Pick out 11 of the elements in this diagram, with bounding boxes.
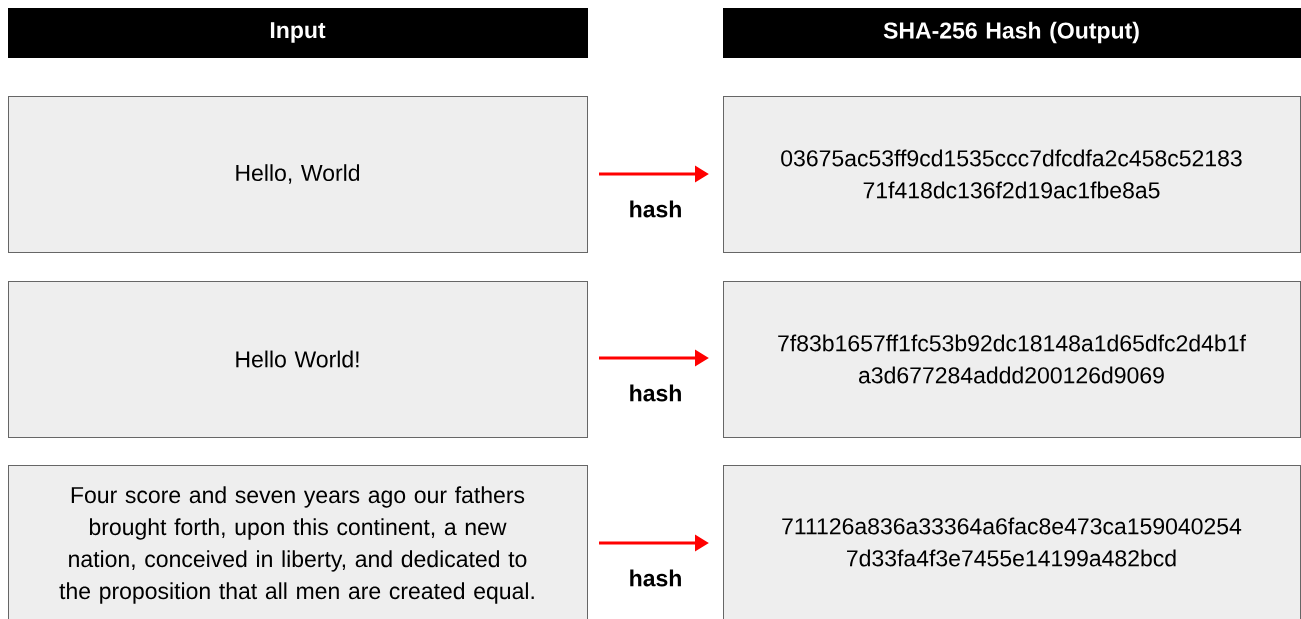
edge-label: hash xyxy=(630,569,681,587)
edge-label: hash xyxy=(630,384,681,402)
text-box: Hello World! xyxy=(8,281,588,438)
header-bar: SHA-256 Hash (Output) xyxy=(723,8,1301,58)
header-bar: Input xyxy=(8,8,588,58)
text-box: 03675ac53ff9cd1535ccc7dfcdfa2c458c52183 71f418dc136f2d19ac1fbe8a5 xyxy=(723,96,1301,253)
text-box: 711126a836a33364a6fac8e473ca159040254 7d33fa4f3e7455e14199a482bcd xyxy=(723,465,1301,619)
edge-label: hash xyxy=(630,200,681,218)
text-box: Four score and seven years ago our fathers brought forth, upon this continent, a new nation, conceived in liberty, and dedicated to the proposition that all men are created equal. xyxy=(8,465,588,619)
text-box: Hello, World xyxy=(8,96,588,253)
text-box: 7f83b1657ff1fc53b92dc18148a1d65dfc2d4b1f a3d677284addd200126d9069 xyxy=(723,281,1301,438)
